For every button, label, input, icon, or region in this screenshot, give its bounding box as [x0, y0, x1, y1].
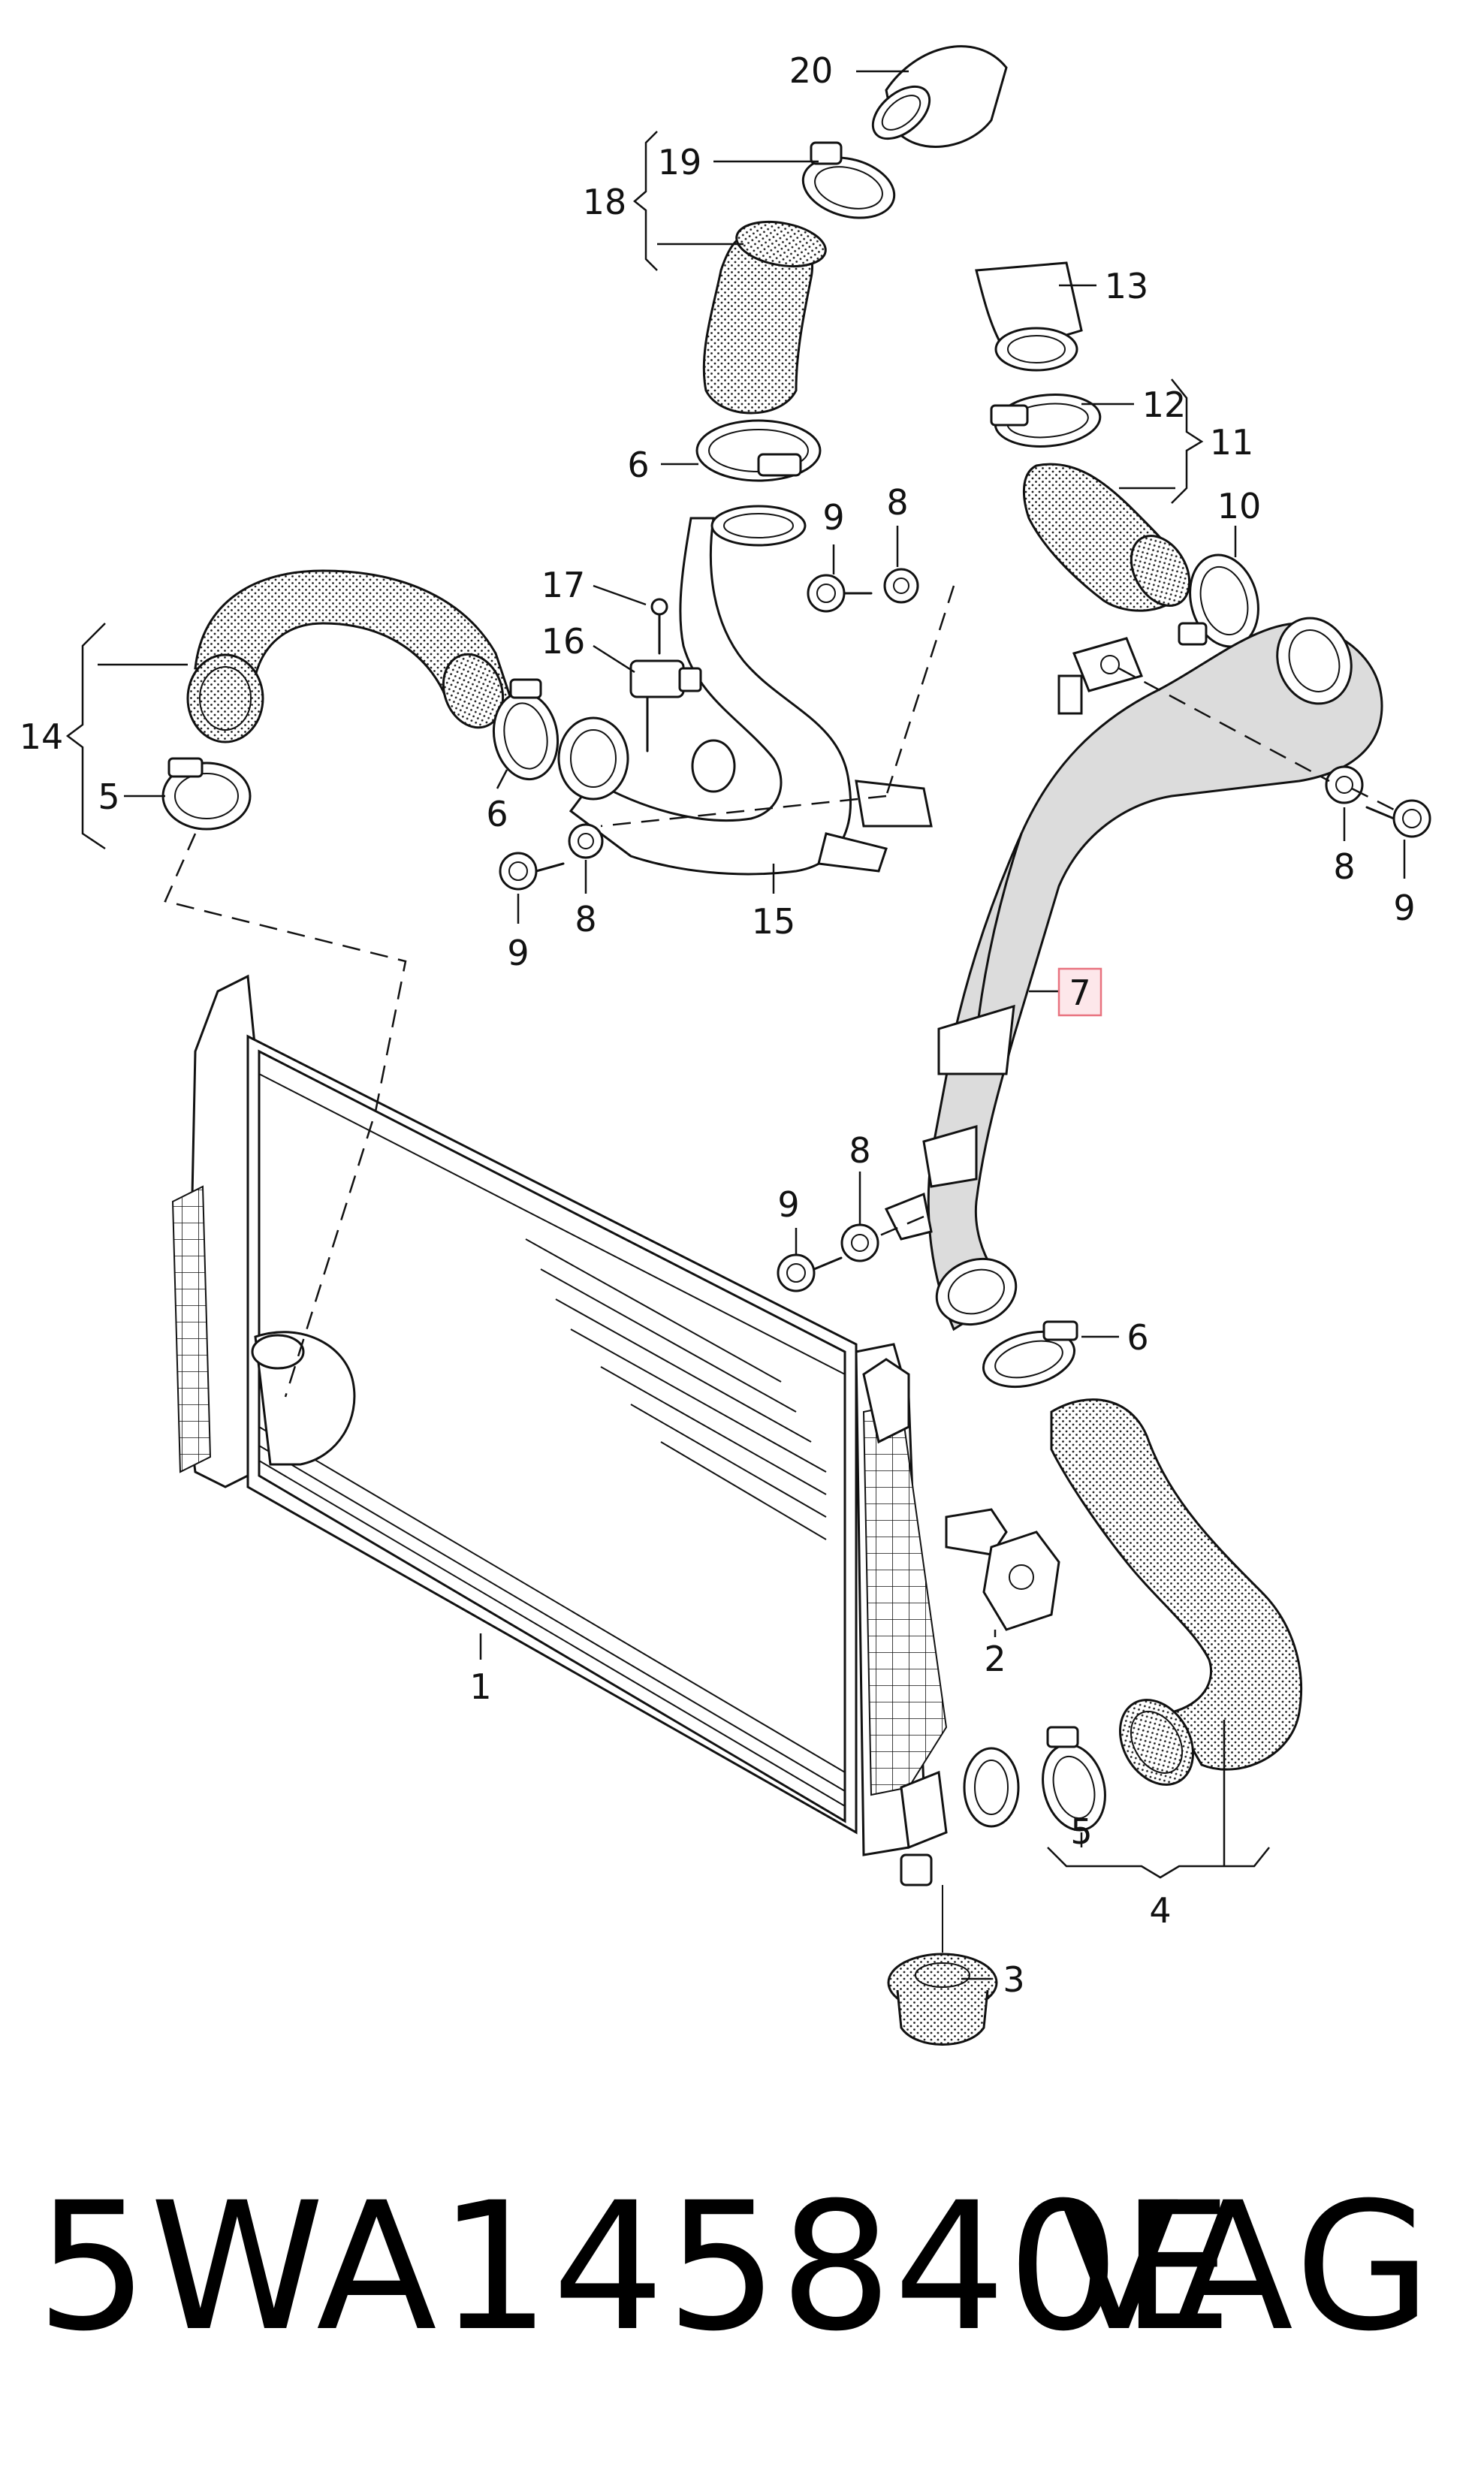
callout-16[interactable]: 16: [541, 621, 586, 662]
intercooler: [171, 974, 1020, 1886]
brand-name: VAG: [1058, 2165, 1436, 2370]
callout-12[interactable]: 12: [1142, 385, 1187, 425]
callout-1[interactable]: 1: [469, 1666, 491, 1707]
callout-13[interactable]: 13: [1105, 266, 1149, 306]
callout-19[interactable]: 19: [658, 142, 702, 182]
callout-11[interactable]: 11: [1210, 422, 1254, 463]
callout-5-left[interactable]: 5: [98, 777, 119, 817]
callout-6-left[interactable]: 6: [486, 794, 508, 834]
callout-9-right[interactable]: 9: [1393, 888, 1415, 928]
callout-8-right[interactable]: 8: [1333, 846, 1355, 887]
callout-10[interactable]: 10: [1217, 486, 1262, 526]
callout-4[interactable]: 4: [1149, 1890, 1171, 1931]
part-caption: 5WA145840E VAG: [0, 2155, 1484, 2381]
callout-2[interactable]: 2: [984, 1639, 1006, 1679]
callout-20[interactable]: 20: [789, 50, 834, 91]
callout-5-lower[interactable]: 5: [1070, 1811, 1092, 1852]
callout-9-middle[interactable]: 9: [777, 1184, 799, 1225]
callout-8-left[interactable]: 8: [575, 899, 596, 939]
callout-7[interactable]: 7: [1069, 973, 1090, 1013]
callout-6-top[interactable]: 6: [627, 445, 649, 485]
top-pipe-assembly: [499, 45, 1008, 891]
leader-lines: [65, 70, 1406, 1980]
callout-14[interactable]: 14: [20, 716, 64, 757]
parts-diagram: 20 19 18 6 17 16 9 8 14 5 6 15 9 8 13 12…: [20, 45, 1431, 2046]
callout-6-lower[interactable]: 6: [1127, 1317, 1148, 1358]
callout-9-left[interactable]: 9: [507, 933, 529, 973]
part-number: 5WA145840E: [36, 2165, 1235, 2370]
callout-9-top[interactable]: 9: [822, 497, 844, 538]
right-pipe-assembly: [777, 261, 1431, 1331]
rubber-grommet: [887, 1885, 998, 2046]
callout-7-highlight: [1057, 967, 1102, 1017]
callout-15[interactable]: 15: [752, 901, 796, 942]
lower-hose-assembly: [982, 1320, 1302, 1832]
left-hose-assembly: [161, 569, 560, 831]
callout-18[interactable]: 18: [583, 182, 627, 222]
callout-17[interactable]: 17: [541, 565, 586, 605]
callout-8-top[interactable]: 8: [886, 482, 908, 523]
guide-lines: [164, 585, 1398, 1398]
mount-bracket: [945, 1508, 1060, 1631]
callout-3[interactable]: 3: [1003, 1959, 1024, 2000]
callout-labels: 20 19 18 6 17 16 9 8 14 5 6 15 9 8 13 12…: [20, 50, 1416, 2000]
callout-8-middle[interactable]: 8: [849, 1130, 870, 1171]
